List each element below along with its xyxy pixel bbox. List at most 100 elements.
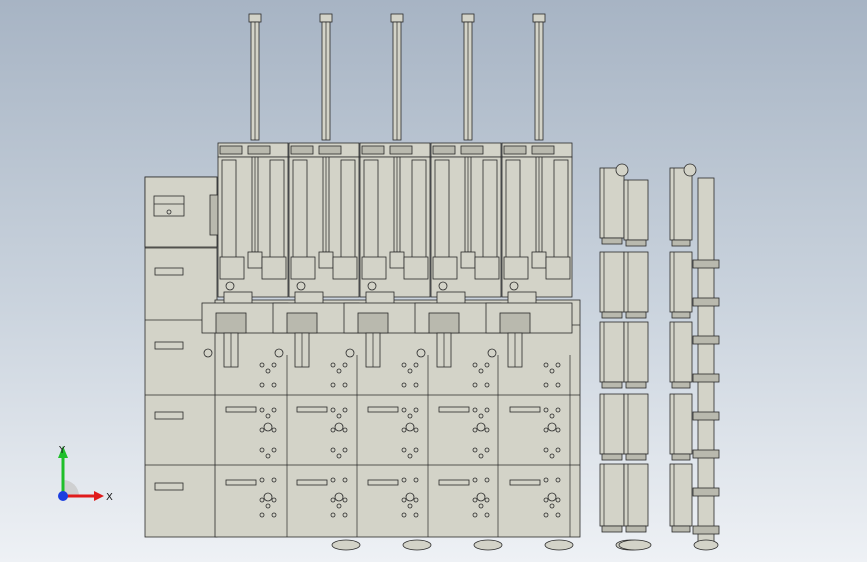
gripper-left-block [219,256,245,280]
clamp-nut [357,312,389,334]
block-foot [671,239,691,247]
hole [342,362,348,368]
hole [259,477,265,483]
hole [330,407,336,413]
foot [544,539,574,551]
column-block-0 [669,167,693,241]
block-foot [671,311,691,319]
column-block-2 [599,251,625,313]
label-slot [296,406,328,413]
triad-xz-sector [63,480,79,496]
hole [330,512,336,518]
x-axis-arrow [94,491,104,501]
column-knob [683,163,697,177]
hole [543,512,549,518]
hole [259,362,265,368]
label-slot [367,406,399,413]
label-slot [438,479,470,486]
joint-bracket [507,291,537,305]
foot [331,539,361,551]
clamp-screw [345,348,355,358]
side-column-foot [693,539,719,551]
hole [271,407,277,413]
rod-cap [319,13,333,23]
large-hole [476,492,486,502]
large-hole [476,422,486,432]
hole [401,407,407,413]
module-right-rail [340,159,356,261]
gripper-left-block [503,256,529,280]
large-hole [263,492,273,502]
base-plate [214,299,581,538]
hole [472,382,478,388]
foot [402,539,432,551]
hole [549,503,555,509]
rod-cap [461,13,475,23]
joint-bracket [223,291,253,305]
gripper-right-block [474,256,500,280]
spine-collar [692,373,720,383]
joint-ball [367,281,377,291]
spine-collar [692,335,720,345]
top-block-bracket-right [247,145,271,155]
fixture-holes [259,362,277,518]
z-axis-dot [58,491,68,501]
gripper-right-block [332,256,358,280]
rod-cap [248,13,262,23]
column-block-6 [599,393,625,455]
hole [401,512,407,518]
gripper-left-block [290,256,316,280]
column-block-7 [623,393,649,455]
block-foot [671,381,691,389]
hole [407,503,413,509]
block-foot [625,525,647,533]
module-right-rail [411,159,427,261]
joint-ball [296,281,306,291]
spine-collar [692,525,720,535]
label-slot [367,479,399,486]
clamp-screw [203,348,213,358]
hole [336,503,342,509]
coupler [460,251,476,269]
coupler [247,251,263,269]
column-block-4 [669,463,693,527]
hole [342,407,348,413]
hole [271,362,277,368]
hole [413,447,419,453]
hole [413,512,419,518]
hole [472,497,478,503]
hole [259,407,265,413]
module-left-rail [434,159,450,271]
label-slot [509,406,541,413]
label-slot [225,406,257,413]
block-foot [625,239,647,247]
hole [401,447,407,453]
column-knob [615,163,629,177]
large-hole [547,492,557,502]
hole [265,503,271,509]
hole [555,497,561,503]
column-block-1 [669,251,693,313]
block-foot [601,237,623,245]
hole [336,413,342,419]
module-right-rail [269,159,285,261]
hole [413,477,419,483]
hole [271,512,277,518]
base-plate-body [214,299,581,538]
fixture-holes [472,362,490,518]
module-right-rail [482,159,498,261]
hole [330,427,336,433]
column-block-5 [623,321,649,383]
hole [484,382,490,388]
housing-handle [153,195,185,217]
block-foot [601,381,623,389]
hole [342,382,348,388]
joint-bracket [294,291,324,305]
top-block-bracket [503,145,527,155]
housing-slot-1 [154,341,184,350]
large-hole [334,492,344,502]
hole [478,503,484,509]
spine-collar [692,297,720,307]
top-block-bracket-right [389,145,413,155]
